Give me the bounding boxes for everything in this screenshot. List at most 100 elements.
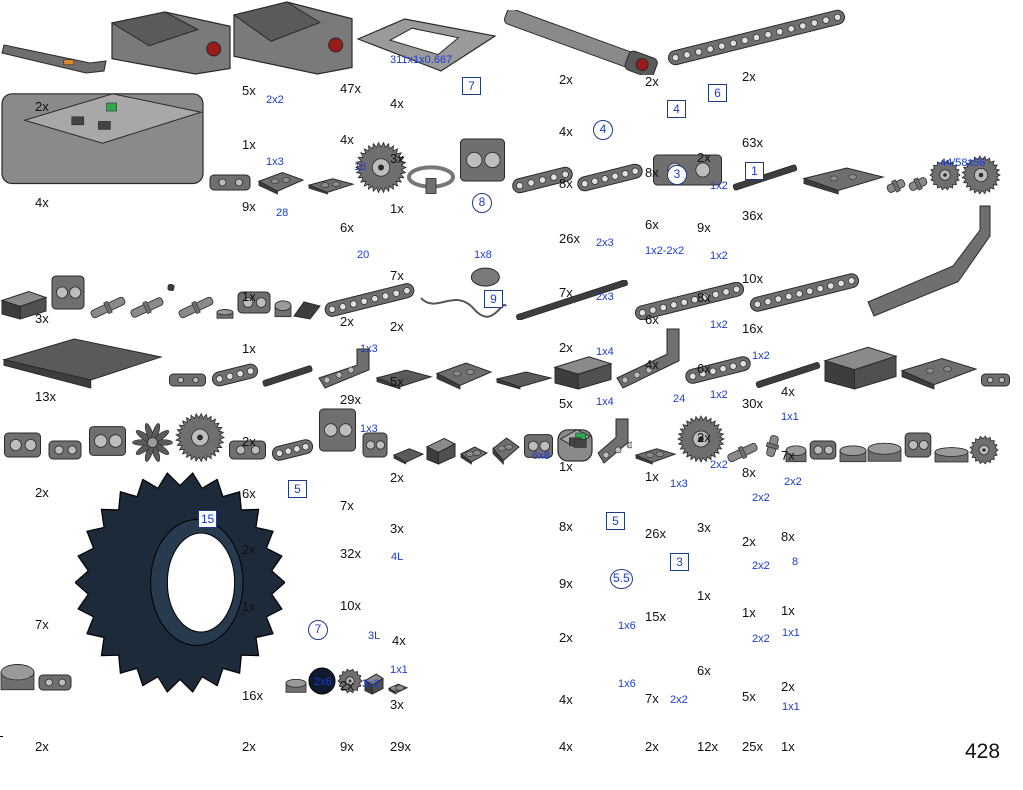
part-size-label: 6x8 <box>532 450 550 462</box>
axle-part-icon <box>732 164 798 191</box>
part-quantity: 8x <box>559 176 573 191</box>
part-quantity: 10x <box>340 598 361 613</box>
part-quantity: 2x <box>35 739 49 754</box>
connector-part-icon <box>48 440 82 460</box>
part-quantity: 7x <box>390 268 404 283</box>
part-size-label: 1x3 <box>360 343 378 355</box>
part-size-label: 1x3 <box>670 478 688 490</box>
part-quantity: 1x <box>559 459 573 474</box>
axle-part-icon <box>516 279 628 321</box>
connector-part-icon <box>524 434 553 458</box>
part-size-label: 1x1 <box>782 627 800 639</box>
part-quantity: 8x <box>559 519 573 534</box>
part-quantity: 4x <box>781 384 795 399</box>
part-quantity: 15x <box>645 609 666 624</box>
connector-part-icon <box>981 373 1010 387</box>
slope-part-icon <box>293 301 321 320</box>
brick-part-icon <box>553 356 613 390</box>
part-size-label: 3L <box>368 630 381 642</box>
part-quantity: 13x <box>35 389 56 404</box>
plate-part-icon <box>900 357 978 390</box>
part-quantity: 2x <box>742 534 756 549</box>
tile-part-icon <box>392 448 425 465</box>
part-quantity: 2x <box>390 470 404 485</box>
part-length-marker: 5 <box>288 480 307 498</box>
pin-part-icon <box>727 442 758 463</box>
part-quantity: 25x <box>742 739 763 754</box>
part-length-marker: 3 <box>667 165 687 185</box>
bracket-part-icon <box>89 426 126 456</box>
part-quantity: 5x <box>242 83 256 98</box>
dark-part-icon <box>308 667 336 695</box>
part-quantity: 4x <box>559 739 573 754</box>
part-quantity: 47x <box>340 81 361 96</box>
hub-part-icon <box>1 93 204 185</box>
part-quantity: 26x <box>645 526 666 541</box>
part-quantity: 1x <box>781 739 795 754</box>
part-length-marker: 7 <box>308 620 328 640</box>
part-size-label: 1x6 <box>618 678 636 690</box>
bentbeam-part-icon <box>867 205 991 317</box>
part-quantity: 26x <box>559 231 580 246</box>
plate-part-icon <box>307 178 355 195</box>
part-size-label: 24 <box>673 393 686 405</box>
plate-part-icon <box>388 683 409 695</box>
part-size-label: 28 <box>276 207 289 219</box>
part-quantity: 3x <box>35 311 49 326</box>
brick-part-icon <box>364 673 384 695</box>
part-size-label: 20 <box>357 249 370 261</box>
part-quantity: 2x <box>340 314 354 329</box>
pin-part-icon <box>178 296 214 319</box>
beam-part-icon <box>667 9 846 66</box>
connector-part-icon <box>4 432 41 458</box>
beam-part-icon <box>211 363 259 387</box>
connector-part-icon <box>904 432 932 458</box>
lbeam-part-icon <box>597 418 634 464</box>
part-quantity: 6x <box>242 486 256 501</box>
part-quantity: 32x <box>340 546 361 561</box>
part-quantity: 8x <box>781 529 795 544</box>
connector-part-icon <box>237 291 271 314</box>
part-quantity: 6x <box>697 663 711 678</box>
part-quantity: 2x <box>559 72 573 87</box>
beam-part-icon <box>271 439 314 461</box>
part-quantity: 2x <box>35 485 49 500</box>
part-quantity: 4x <box>390 96 404 111</box>
part-size-label: 2x2 <box>784 476 802 488</box>
part-quantity: 3x <box>390 521 404 536</box>
part-quantity: 29x <box>390 739 411 754</box>
part-size-label: 1x2 <box>710 180 728 192</box>
part-quantity: 9x <box>697 220 711 235</box>
part-quantity: 2x <box>645 739 659 754</box>
part-quantity: 8x <box>697 290 711 305</box>
part-quantity: 6x <box>697 361 711 376</box>
part-quantity: 5x <box>390 374 404 389</box>
part-size-label: 3x2 <box>362 678 380 690</box>
part-length-marker: 5.5 <box>610 569 633 589</box>
part-size-label: 2x6 <box>314 676 332 688</box>
round-part-icon <box>839 445 867 463</box>
connector-part-icon <box>460 138 505 182</box>
connector-part-icon <box>809 440 837 460</box>
part-quantity: 4x <box>340 132 354 147</box>
part-quantity: 5x <box>742 689 756 704</box>
part-size-label: 1x1 <box>781 411 799 423</box>
part-quantity: 1x <box>645 469 659 484</box>
part-quantity: 4x <box>645 357 659 372</box>
tire-part-icon <box>74 472 286 693</box>
pin-part-icon <box>908 177 928 191</box>
part-quantity: 4x <box>392 633 406 648</box>
plate-part-icon <box>634 448 677 465</box>
part-quantity: 7x <box>559 285 573 300</box>
connector-part-icon <box>38 674 72 691</box>
connector-part-icon <box>169 373 206 387</box>
plate-part-icon <box>460 446 489 465</box>
part-length-marker: 5 <box>606 512 625 530</box>
part-size-label: 1x8 <box>474 249 492 261</box>
part-quantity: 1x <box>697 588 711 603</box>
part-size-label: 16 <box>354 161 367 173</box>
part-quantity: 2x <box>340 678 354 693</box>
part-quantity: 6x <box>340 220 354 235</box>
plate-part-icon <box>492 437 520 465</box>
lbeam-part-icon <box>318 348 370 389</box>
